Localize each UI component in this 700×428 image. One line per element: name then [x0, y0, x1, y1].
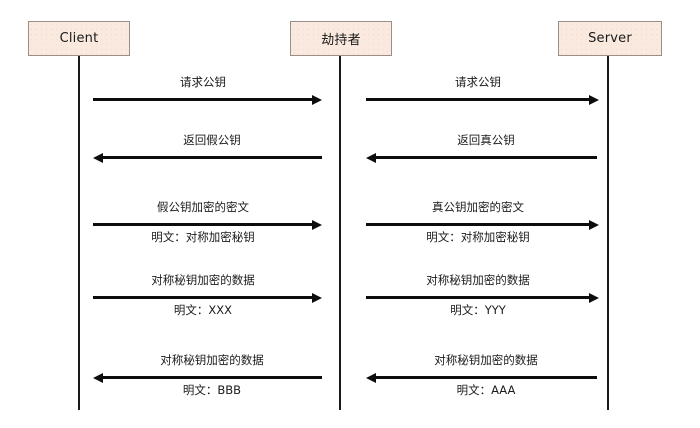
message-line	[102, 376, 322, 379]
message-label: 真公钥加密的密文	[432, 200, 524, 214]
message-line	[366, 98, 590, 101]
message-label: 对称秘钥加密的数据	[434, 353, 538, 367]
actor-box-server[interactable]: Server	[558, 21, 662, 56]
message-label: 返回假公钥	[183, 133, 241, 147]
arrow-head-right-icon	[312, 94, 322, 105]
message-line	[366, 223, 590, 226]
message-line	[102, 156, 322, 159]
message-label: 请求公钥	[180, 75, 226, 89]
message-line	[375, 376, 597, 379]
message-line	[366, 296, 590, 299]
message-sublabel: 明文：XXX	[173, 303, 233, 317]
arrow-head-left-icon	[366, 152, 376, 163]
message-label: 请求公钥	[455, 75, 501, 89]
message-line	[93, 223, 313, 226]
arrow-head-right-icon	[589, 94, 599, 105]
arrow-head-left-icon	[366, 372, 376, 383]
message-sublabel: 明文：BBB	[182, 383, 242, 397]
actor-box-client[interactable]: Client	[28, 21, 130, 56]
arrow-head-left-icon	[93, 372, 103, 383]
arrow-head-right-icon	[312, 219, 322, 230]
message-sublabel: 明文：对称加密秘钥	[151, 230, 255, 244]
message-label: 返回真公钥	[457, 133, 515, 147]
message-line	[93, 98, 313, 101]
arrow-head-left-icon	[93, 152, 103, 163]
actor-label-client: Client	[59, 31, 99, 46]
actor-label-hijacker: 劫持者	[321, 33, 361, 48]
message-label: 假公钥加密的密文	[157, 200, 249, 214]
actor-box-hijacker[interactable]: 劫持者	[290, 21, 392, 56]
message-label: 对称秘钥加密的数据	[160, 353, 264, 367]
lifeline-client	[78, 56, 80, 410]
lifeline-server	[607, 56, 609, 410]
message-label: 对称秘钥加密的数据	[151, 273, 255, 287]
message-line	[375, 156, 597, 159]
arrow-head-right-icon	[589, 219, 599, 230]
message-sublabel: 明文：AAA	[456, 383, 516, 397]
actor-label-server: Server	[588, 31, 632, 46]
arrow-head-right-icon	[589, 292, 599, 303]
message-line	[93, 296, 313, 299]
message-sublabel: 明文：YYY	[450, 303, 506, 317]
message-sublabel: 明文：对称加密秘钥	[426, 230, 530, 244]
lifeline-hijacker	[339, 56, 341, 410]
arrow-head-right-icon	[312, 292, 322, 303]
message-label: 对称秘钥加密的数据	[426, 273, 530, 287]
